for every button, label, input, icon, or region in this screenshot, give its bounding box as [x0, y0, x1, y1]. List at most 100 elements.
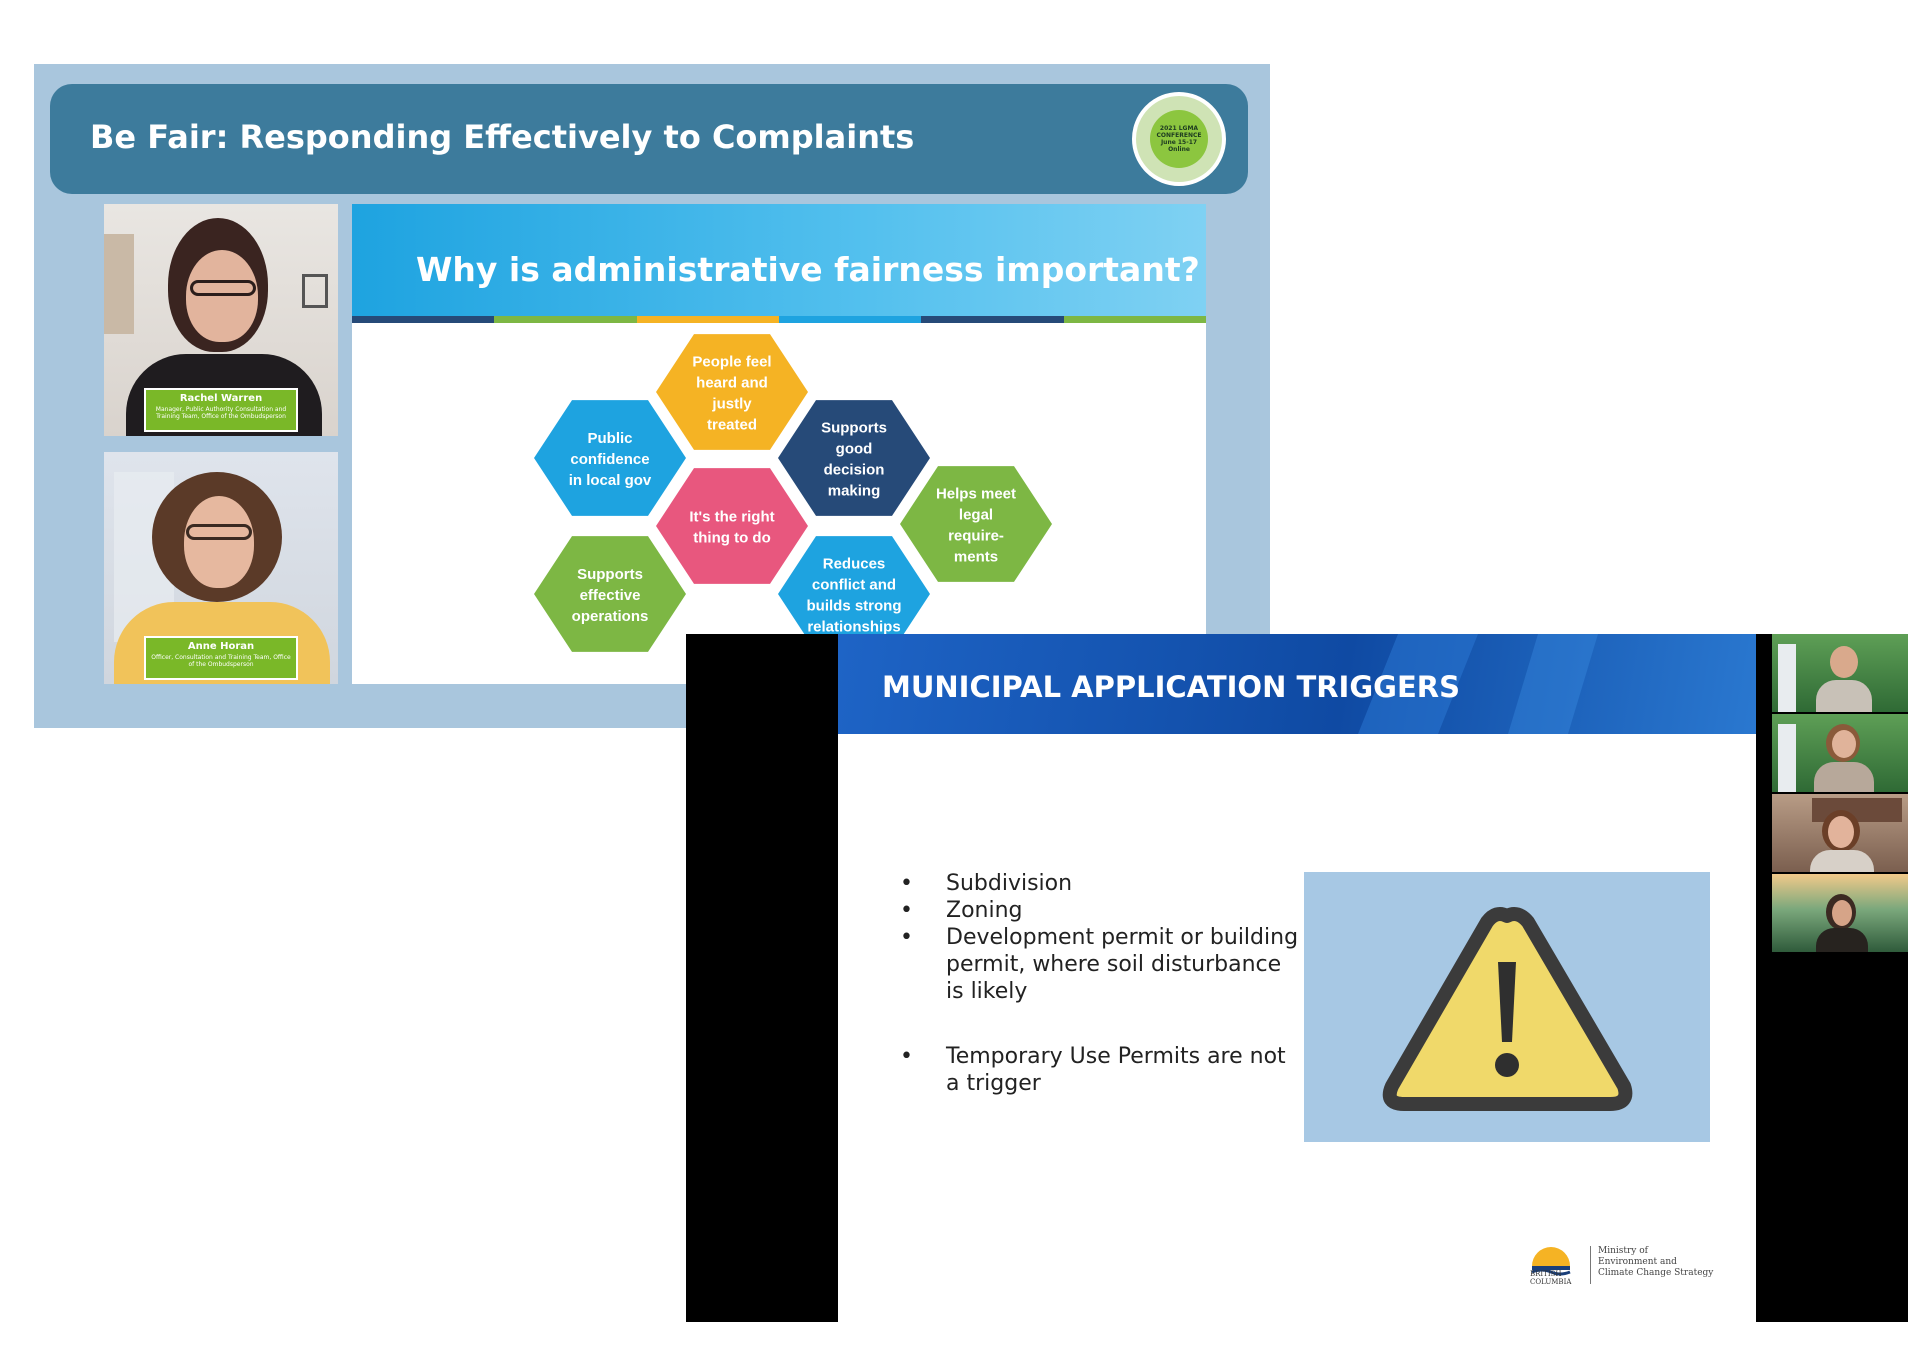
slide-title: MUNICIPAL APPLICATION TRIGGERS [882, 670, 1460, 704]
hexagon-label: treated [707, 417, 757, 434]
hexagon-label: Public [587, 430, 632, 447]
hexagon-label: in local gov [569, 472, 652, 489]
hexagon-shape [656, 334, 808, 450]
slide-header: MUNICIPAL APPLICATION TRIGGERS [838, 634, 1756, 734]
hexagon-shape [656, 468, 808, 584]
wall-picture [104, 234, 134, 334]
hexagon-shape [778, 536, 930, 652]
wordmark-line: BRITISH [1530, 1270, 1562, 1278]
slide-stripe [352, 316, 1206, 323]
hexagon-item: Public confidence in local gov [534, 400, 686, 516]
hexagon-label: legal [959, 507, 993, 524]
hexagon-item: Reduces conflict and builds strong relation… [778, 536, 930, 652]
participant-video-1[interactable] [1772, 634, 1908, 712]
hexagon-label: Reduces [823, 556, 886, 573]
list-item: Temporary Use Permits are not a trigger [900, 1043, 1300, 1097]
hexagon-label: confidence [570, 451, 649, 468]
participant-video-2[interactable] [1772, 714, 1908, 792]
speaker-name: Anne Horan [187, 641, 255, 652]
list-item: Subdivision [900, 870, 1300, 897]
hexagon-item: People feel heard and justly treated [656, 334, 808, 450]
hexagon-label: justly [711, 396, 752, 413]
conference-logo: 2021 LGMA CONFERENCE June 15-17 Online [1132, 92, 1226, 186]
logo-line: CONFERENCE [1156, 132, 1202, 139]
list-item: Zoning [900, 897, 1300, 924]
logo-line: 2021 LGMA [1159, 125, 1199, 132]
participant-body [1814, 762, 1874, 792]
building-shape [1778, 724, 1796, 792]
speaker-video-rachel[interactable]: Rachel Warren Manager, Public Authority … [104, 204, 338, 436]
bc-sun-icon [1531, 1247, 1571, 1276]
participant-face [1832, 900, 1852, 926]
hexagon-label: thing to do [693, 530, 770, 547]
building-shape [1778, 644, 1796, 712]
hexagon-label: operations [572, 608, 649, 625]
speaker-face [186, 250, 258, 342]
hexagon-label: require- [948, 528, 1004, 545]
hexagon-label: ments [954, 549, 998, 566]
speaker-nameplate: Anne Horan Officer, Consultation and Tra… [144, 636, 298, 680]
hexagon-label: builds strong [807, 598, 902, 615]
speaker-role: Officer, Consultation and Training Team,… [151, 654, 291, 668]
speaker-role: Manager, Public Authority Consultation a… [155, 406, 287, 420]
speaker-nameplate: Rachel Warren Manager, Public Authority … [144, 388, 298, 432]
slide-title: Why is administrative fairness important… [416, 250, 1200, 289]
hexagon-label: relationships [807, 619, 900, 636]
ministry-line: Environment and [1598, 1257, 1677, 1267]
participant-face [1830, 646, 1858, 678]
slide-header: Why is administrative fairness important… [352, 204, 1206, 316]
hexagon-shape [778, 400, 930, 516]
wall-frame [302, 274, 328, 308]
logo-line: Online [1168, 146, 1190, 153]
hexagon-item: Helps meet legal require-ments [900, 466, 1052, 582]
participant-video-4[interactable] [1772, 874, 1908, 952]
hexagon-label: effective [580, 587, 641, 604]
hexagon-shape [534, 536, 686, 652]
trigger-list: Subdivision Zoning Development permit or… [900, 870, 1300, 1097]
hexagon-label: good [836, 441, 873, 458]
hexagon-label: Supports [577, 566, 643, 583]
glasses-icon [186, 524, 252, 540]
hexagon-item: Supports good decision making [778, 400, 930, 516]
logo-line: June 15-17 [1160, 139, 1198, 146]
ministry-line: Ministry of [1598, 1246, 1649, 1256]
list-item: Development permit or building permit, w… [900, 924, 1300, 1005]
hexagon-shape [900, 466, 1052, 582]
hexagon-label: decision [824, 462, 885, 479]
speaker-name: Rachel Warren [179, 393, 263, 404]
participant-body [1816, 680, 1872, 712]
hexagon-label: heard and [696, 375, 768, 392]
speaker-face [184, 496, 254, 588]
participant-body [1816, 928, 1868, 952]
bc-wordmark: BRITISH COLUMBIA [1530, 1270, 1571, 1286]
hexagon-label: It's the right [689, 509, 774, 526]
participant-video-3[interactable] [1772, 794, 1908, 872]
hexagon-item: It's the right thing to do [656, 468, 808, 584]
header-decoration [1358, 634, 1598, 734]
hexagon-shape [534, 400, 686, 516]
meeting-window: MUNICIPAL APPLICATION TRIGGERS Subdivisi… [686, 634, 1908, 1322]
hexagon-label: Supports [821, 420, 887, 437]
hexagon-label: conflict and [812, 577, 896, 594]
warning-image [1304, 872, 1710, 1142]
speaker-video-anne[interactable]: Anne Horan Officer, Consultation and Tra… [104, 452, 338, 684]
webinar-window: Be Fair: Responding Effectively to Compl… [34, 64, 1270, 728]
bc-government-logo: BRITISH COLUMBIA Ministry of Environment… [1528, 1238, 1728, 1290]
hexagon-label: Helps meet [936, 486, 1016, 503]
shared-slide: MUNICIPAL APPLICATION TRIGGERS Subdivisi… [838, 634, 1756, 1322]
logo-divider [1590, 1246, 1591, 1284]
hexagon-label: People feel [692, 354, 771, 371]
participant-face [1832, 730, 1856, 758]
hexagon-item: Supports effective operations [534, 536, 686, 652]
webinar-title: Be Fair: Responding Effectively to Compl… [90, 118, 915, 156]
wordmark-line: COLUMBIA [1530, 1278, 1572, 1286]
ministry-line: Climate Change Strategy [1598, 1268, 1714, 1278]
hexagon-label: making [828, 483, 881, 500]
ministry-name: Ministry of Environment and Climate Chan… [1598, 1246, 1718, 1279]
webinar-title-banner: Be Fair: Responding Effectively to Compl… [50, 84, 1248, 194]
presentation-slide: Why is administrative fairness important… [352, 204, 1206, 684]
warning-triangle-icon [1382, 907, 1633, 1111]
participant-face [1828, 816, 1854, 848]
glasses-icon [190, 280, 256, 296]
